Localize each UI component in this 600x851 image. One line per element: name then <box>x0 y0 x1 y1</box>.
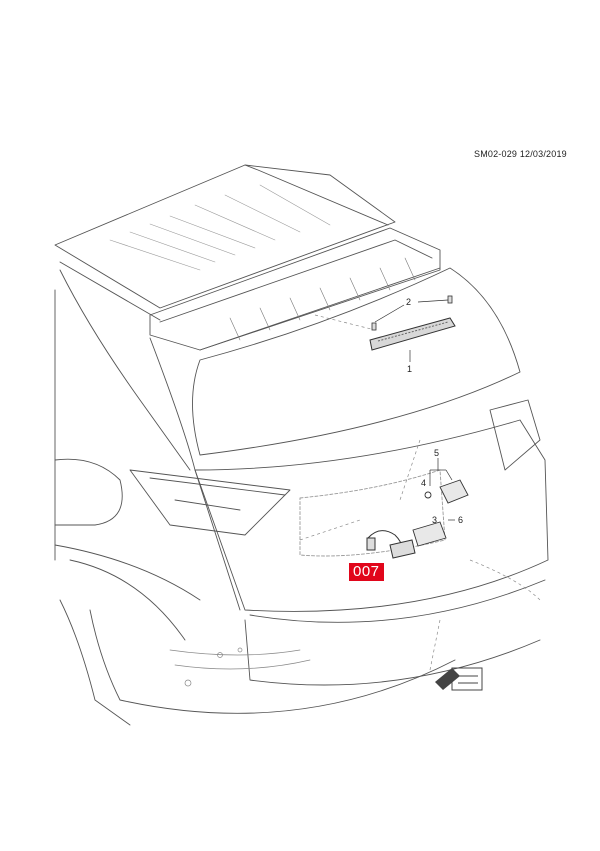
high-mount-stop-lamp <box>369 317 456 351</box>
callout-2: 2 <box>406 297 412 307</box>
callout-6: 6 <box>458 515 464 525</box>
rear-window <box>192 267 521 456</box>
part-highlight-badge[interactable]: 007 <box>349 563 384 581</box>
rear-camera-harness <box>366 530 416 559</box>
callout-5: 5 <box>434 448 440 458</box>
callout-4: 4 <box>421 478 427 488</box>
direction-arrow-icon <box>435 667 483 691</box>
callout-1: 1 <box>407 364 413 374</box>
tail-lamp-left <box>129 469 291 536</box>
spoiler <box>149 227 441 351</box>
screw-pair <box>371 295 453 331</box>
tail-lamp-right <box>489 399 541 471</box>
license-lamp <box>412 479 469 547</box>
license-recess <box>299 469 446 557</box>
diagram-reference: SM02-029 12/03/2019 <box>474 149 567 159</box>
tailgate-outline <box>194 419 549 612</box>
roof-outline <box>54 164 396 309</box>
callout-3: 3 <box>432 515 438 525</box>
